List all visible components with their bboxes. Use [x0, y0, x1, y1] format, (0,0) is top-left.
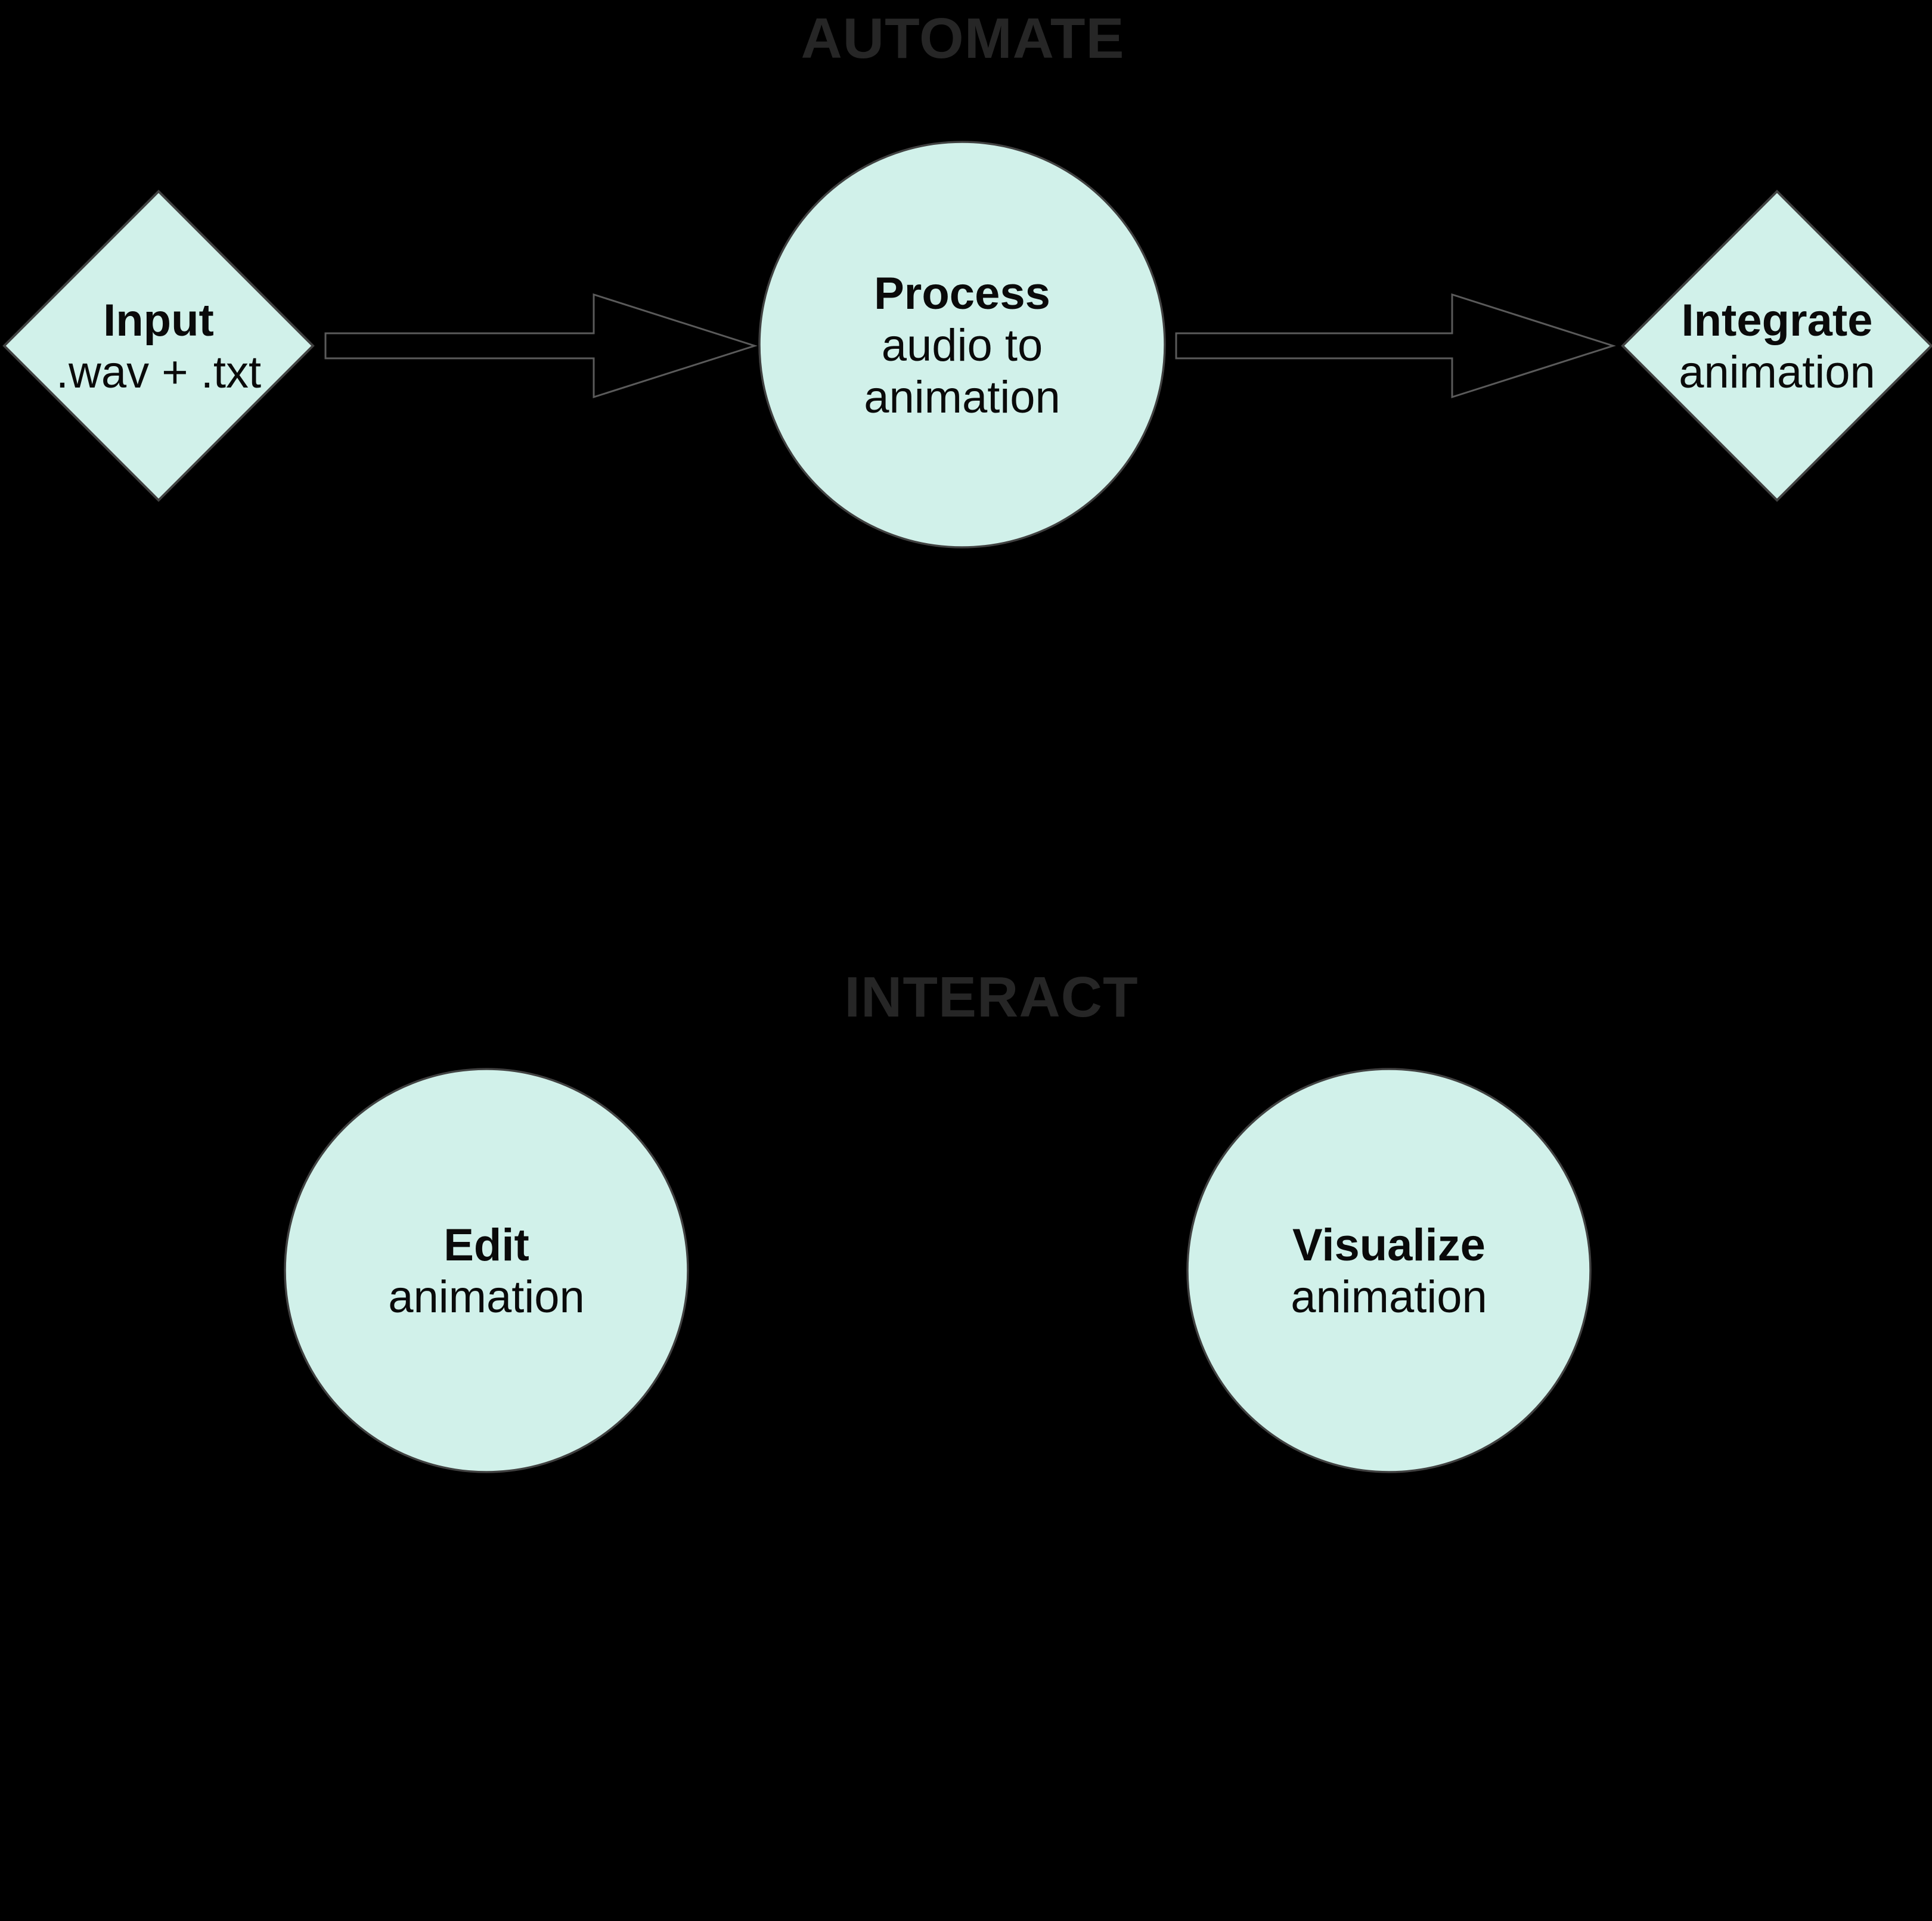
edit-circle-shape: [284, 1068, 689, 1473]
integrate-subtitle: animation: [1679, 347, 1875, 398]
input-subtitle: .wav + .txt: [56, 347, 261, 398]
section-label-interact: INTERACT: [844, 965, 1138, 1029]
integrate-diamond-shape: [1621, 190, 1932, 502]
node-input: Input .wav + .txt: [2, 190, 315, 502]
integrate-title: Integrate: [1682, 295, 1873, 346]
visualize-title: Visualize: [1292, 1220, 1486, 1271]
process-subtitle-line1: audio to: [882, 320, 1043, 371]
arrow-input-to-process-icon: [324, 293, 758, 399]
node-process: Process audio to animation: [758, 141, 1166, 549]
edit-subtitle: animation: [388, 1272, 585, 1322]
process-title: Process: [874, 268, 1050, 319]
section-label-automate: AUTOMATE: [801, 7, 1124, 70]
edit-title: Edit: [444, 1220, 529, 1271]
visualize-subtitle: animation: [1291, 1272, 1487, 1322]
visualize-circle-shape: [1186, 1068, 1592, 1473]
input-title: Input: [103, 295, 214, 346]
node-integrate: Integrate animation: [1621, 190, 1932, 502]
process-circle-shape: [758, 141, 1166, 549]
node-visualize: Visualize animation: [1186, 1068, 1592, 1473]
arrow-process-to-integrate-icon: [1175, 293, 1616, 399]
process-subtitle-line2: animation: [864, 372, 1060, 423]
input-diamond-shape: [2, 190, 315, 502]
node-edit: Edit animation: [284, 1068, 689, 1473]
